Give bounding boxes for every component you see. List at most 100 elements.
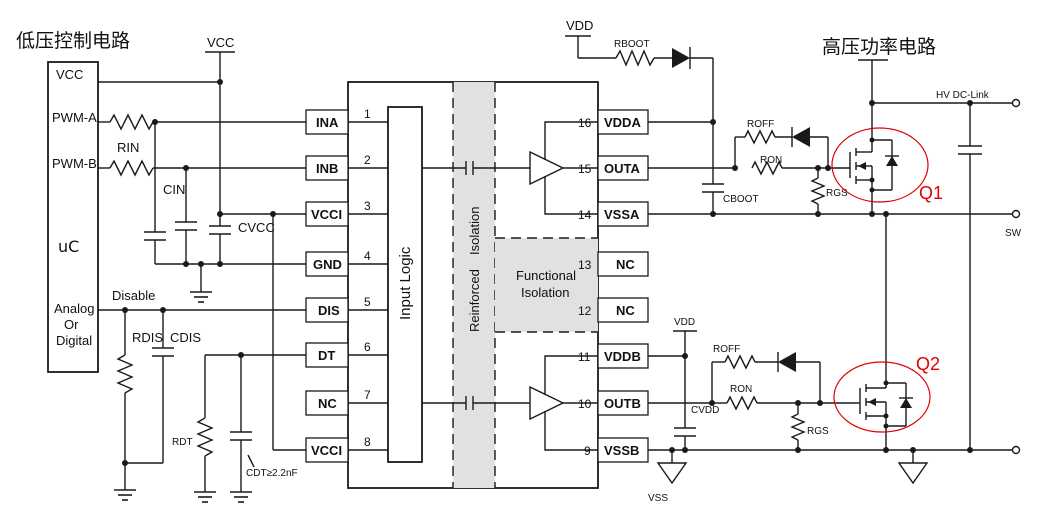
left-pin-8: VCCI 8 [305,435,371,463]
rgs-bottom-label: RGS [807,426,829,437]
uc-name: uC [58,237,79,256]
ground-symbol-dis [114,489,136,501]
left-pin-7: NC 7 [305,388,371,416]
functional-label-2: Isolation [521,285,569,300]
svg-text:4: 4 [364,249,371,263]
cvcc-label: CVCC [238,220,275,235]
disable-label: Disable [112,288,155,303]
uc-digital-label: Digital [56,333,92,348]
vdd-mid-label: VDD [674,317,695,328]
q1-highlight-circle [831,127,929,203]
svg-text:15: 15 [578,162,592,176]
power-ground-symbol [897,462,929,485]
sw-terminal [1011,209,1021,219]
vcc-top-label: VCC [207,35,234,50]
left-pin-3: VCCI 3 [305,199,371,227]
rdis-label: RDIS [132,330,163,345]
svg-text:2: 2 [364,153,371,167]
vdd-supply-symbol [565,35,591,58]
rdt-resistor [196,417,214,457]
svg-text:12: 12 [578,304,592,318]
svg-text:INA: INA [316,115,339,130]
cboot-label: CBOOT [723,194,759,205]
q1-label: Q1 [919,183,943,203]
microcontroller-box [47,61,99,373]
right-pin-10: OUTB 10 [578,390,649,416]
svg-text:OUTB: OUTB [604,396,641,411]
svg-text:11: 11 [578,350,591,364]
right-pin-12: NC 12 [578,297,649,323]
functional-label-1: Functional [516,268,576,283]
rgs-top-resistor [810,177,826,205]
hv-dc-link-terminal [1011,98,1021,108]
left-pin-4: GND 4 [305,249,371,277]
vcc-supply-symbol [205,51,235,82]
svg-text:INB: INB [316,161,338,176]
vss-label: VSS [648,493,668,504]
rin-label: RIN [117,140,139,155]
svg-text:VCCI: VCCI [311,207,342,222]
svg-text:14: 14 [578,208,592,222]
driver-a-buffer [529,150,565,186]
roff-bottom-label: ROFF [713,344,740,355]
pwm-b-resistor [109,159,154,177]
svg-text:VSSB: VSSB [604,443,639,458]
svg-text:7: 7 [364,388,371,402]
reinforced-label: Reinforced [467,269,482,332]
rgs-bottom-resistor [790,413,806,441]
vss-terminal [1011,445,1021,455]
input-logic-label: Input Logic [397,246,414,320]
svg-text:DT: DT [318,348,335,363]
roff-top-resistor [744,129,776,145]
roff-bottom-resistor [724,354,756,370]
svg-text:VDDB: VDDB [604,349,641,364]
svg-text:9: 9 [584,444,591,458]
cin-left-label: CIN [163,182,185,197]
cdt-label: CDT≥2.2nF [246,468,298,479]
svg-text:OUTA: OUTA [604,161,640,176]
rdis-resistor [116,354,134,394]
svg-text:DIS: DIS [318,303,340,318]
ron-bottom-resistor [726,395,758,411]
right-pin-15: OUTA 15 [578,155,649,181]
uc-pwm-a-label: PWM-A [52,110,97,125]
right-pin-14: VSSA 14 [578,201,649,227]
svg-text:10: 10 [578,397,592,411]
reinforced-isolation-band [453,82,495,488]
svg-text:VSSA: VSSA [604,207,640,222]
svg-text:GND: GND [313,257,342,272]
cdis-label: CDIS [170,330,201,345]
ground-symbol-left [190,291,212,303]
svg-text:NC: NC [616,257,635,272]
uc-analog-label: Analog [54,301,94,316]
isolation-label: Isolation [467,207,482,255]
left-pin-6: DT 6 [305,340,371,368]
right-pin-13: NC 13 [578,251,649,277]
q1-mosfet [849,108,899,214]
high-voltage-title: 高压功率电路 [822,36,936,58]
low-voltage-title: 低压控制电路 [16,30,130,52]
ground-symbol-cdt [230,491,252,503]
bootstrap-diode [672,48,690,68]
svg-text:NC: NC [616,303,635,318]
input-logic-block [387,106,423,463]
uc-or-label: Or [64,317,79,332]
vdd-top-label: VDD [566,18,593,33]
driver-b-buffer [529,385,565,421]
vss-ground-symbol [656,462,688,485]
svg-text:1: 1 [364,107,371,121]
left-pin-1: INA 1 [305,107,371,135]
sw-label: SW [1005,228,1022,239]
rboot-resistor [615,49,655,67]
svg-text:NC: NC [318,396,337,411]
uc-pwm-b-label: PWM-B [52,156,97,171]
right-pin-11: VDDB 11 [578,343,649,369]
right-pin-9: VSSB 9 [584,437,649,463]
svg-text:16: 16 [578,116,592,130]
functional-isolation-zone [495,238,598,332]
svg-text:6: 6 [364,340,371,354]
cvdd-label: CVDD [691,405,719,416]
left-pin-2: INB 2 [305,153,371,181]
svg-text:8: 8 [364,435,371,449]
ron-top-resistor [751,160,783,176]
